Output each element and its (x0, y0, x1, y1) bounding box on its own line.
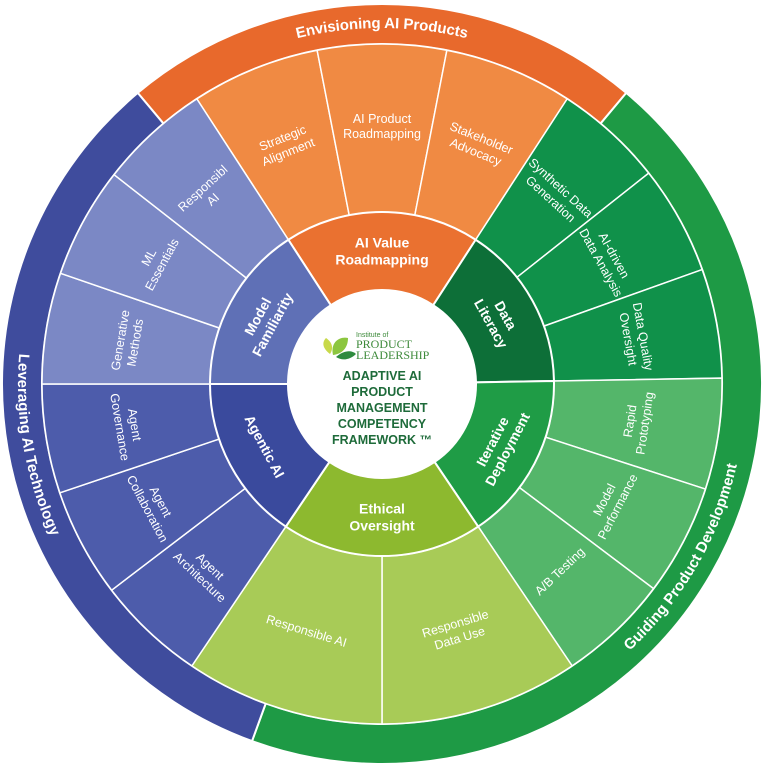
framework-title-line: PRODUCT (351, 385, 413, 399)
logo-line3: LEADERSHIP (356, 348, 430, 362)
center-hub: Institute of PRODUCT LEADERSHIP ADAPTIVE… (288, 290, 476, 478)
institute-logo: Institute of PRODUCT LEADERSHIP (323, 332, 430, 362)
framework-title-line: MANAGEMENT (337, 401, 428, 415)
framework-title: ADAPTIVE AI PRODUCT MANAGEMENT COMPETENC… (332, 369, 432, 447)
logo-line1: Institute of (356, 332, 388, 339)
leaf-icon (323, 337, 356, 360)
framework-title-line: COMPETENCY (338, 417, 427, 431)
logo-line2: PRODUCT (356, 337, 413, 351)
framework-title-line: ADAPTIVE AI (343, 369, 422, 383)
center-circle (288, 290, 476, 478)
framework-title-line: FRAMEWORK ™ (332, 433, 432, 447)
